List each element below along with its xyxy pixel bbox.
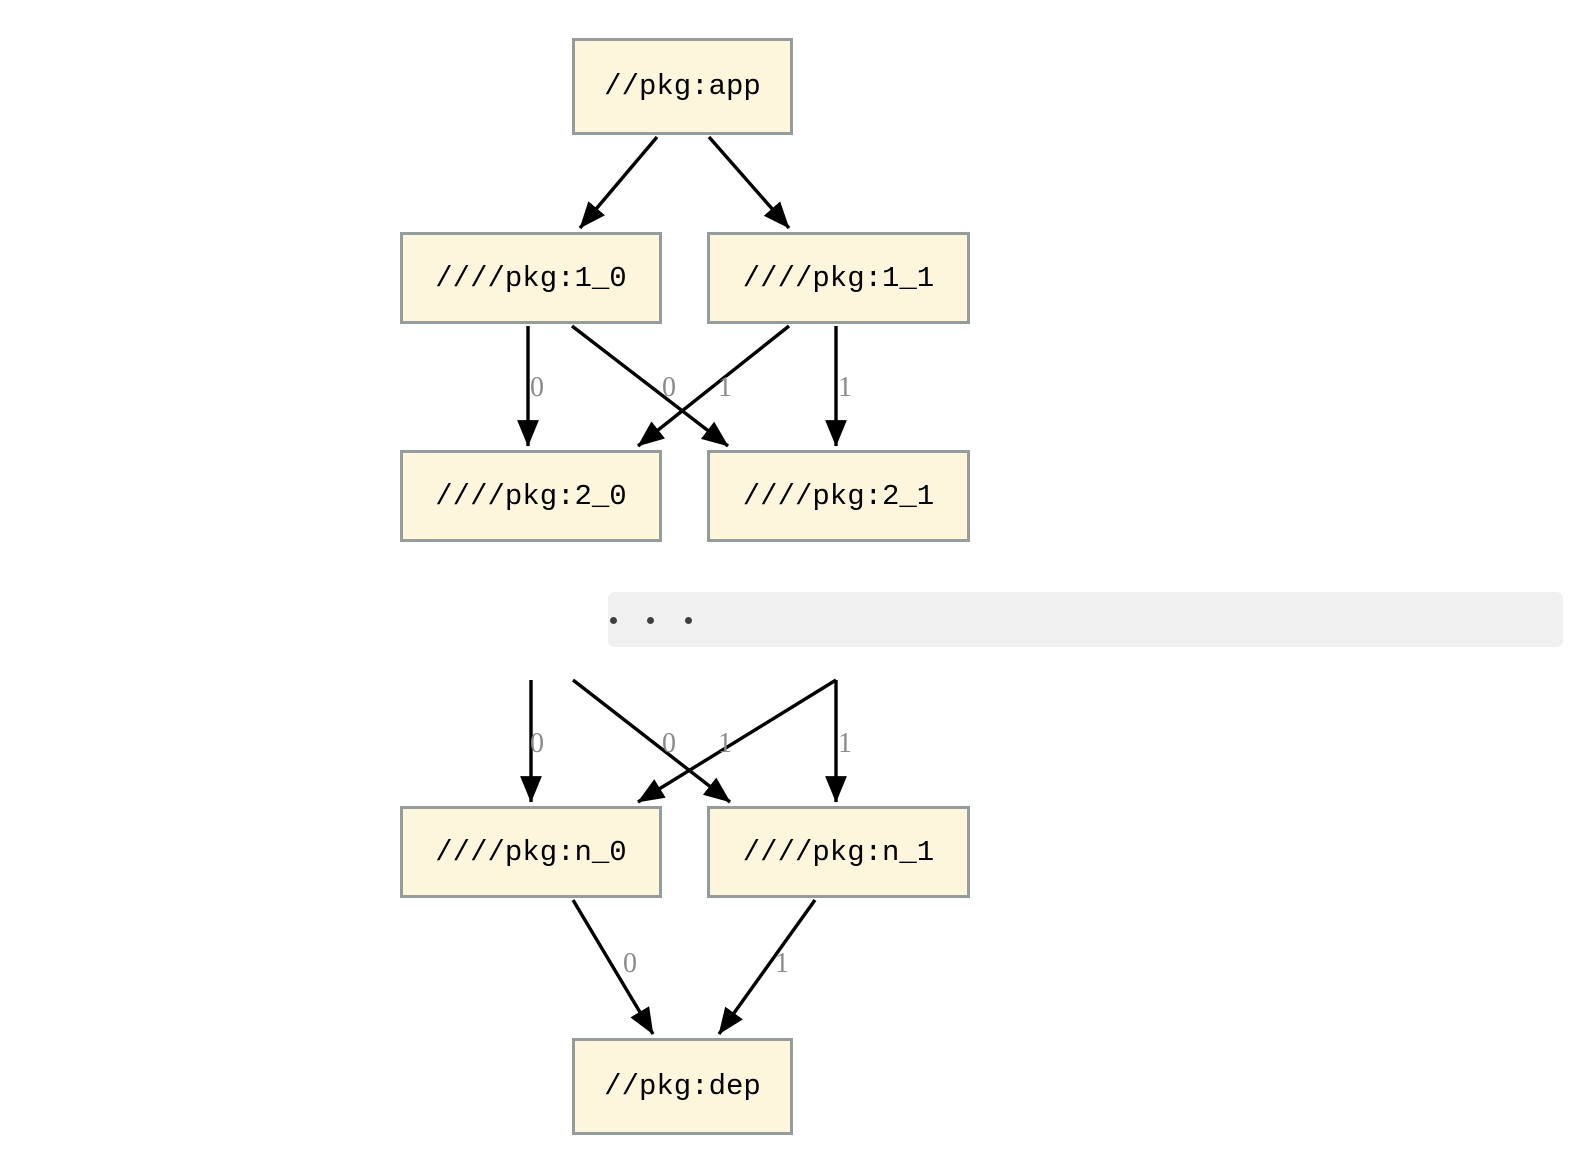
graph-edge-label: 1 — [718, 728, 732, 759]
graph-edge-label: 1 — [838, 372, 852, 403]
graph-node-label: //pkg:app — [604, 70, 761, 103]
graph-edge — [571, 678, 732, 804]
graph-edge-label: 0 — [623, 948, 637, 979]
ellipsis-dot — [610, 617, 617, 624]
graph-edge — [707, 135, 791, 230]
graph-edge-label: 0 — [530, 372, 544, 403]
graph-edge-label: 0 — [662, 728, 676, 759]
graph-node-label: ////pkg:1_1 — [742, 261, 935, 295]
graph-edge — [571, 899, 655, 1035]
graph-node-n1_0[interactable]: ////pkg:1_0 — [400, 232, 662, 324]
graph-edge-label: 0 — [662, 372, 676, 403]
graph-node-label: ////pkg:2_0 — [435, 479, 627, 513]
graph-edge — [570, 324, 730, 448]
graph-node-nn_0[interactable]: ////pkg:n_0 — [400, 806, 662, 898]
graph-edge — [636, 324, 791, 448]
graph-node-n1_1[interactable]: ////pkg:1_1 — [707, 232, 970, 324]
graph-node-label: //pkg:dep — [604, 1070, 761, 1103]
graph-edge-label: 1 — [838, 728, 852, 759]
graph-edge-label: 1 — [718, 372, 732, 403]
graph-node-label: ////pkg:1_0 — [435, 261, 627, 295]
ellipsis-dot — [647, 617, 654, 624]
graph-node-n2_1[interactable]: ////pkg:2_1 — [707, 450, 970, 542]
graph-node-nn_1[interactable]: ////pkg:n_1 — [707, 806, 970, 898]
ellipsis-band — [608, 592, 1563, 647]
graph-edge — [717, 899, 817, 1035]
ellipsis-dot — [685, 617, 692, 624]
graph-edge — [578, 135, 659, 230]
graph-node-dep[interactable]: //pkg:dep — [572, 1038, 793, 1135]
graph-node-label: ////pkg:n_1 — [742, 835, 935, 869]
graph-node-app[interactable]: //pkg:app — [572, 38, 793, 135]
graph-edge-label: 1 — [775, 948, 789, 979]
graph-node-label: ////pkg:2_1 — [742, 479, 935, 513]
graph-edge-label: 0 — [530, 728, 544, 759]
graph-node-label: ////pkg:n_0 — [435, 835, 627, 869]
graph-node-n2_0[interactable]: ////pkg:2_0 — [400, 450, 662, 542]
